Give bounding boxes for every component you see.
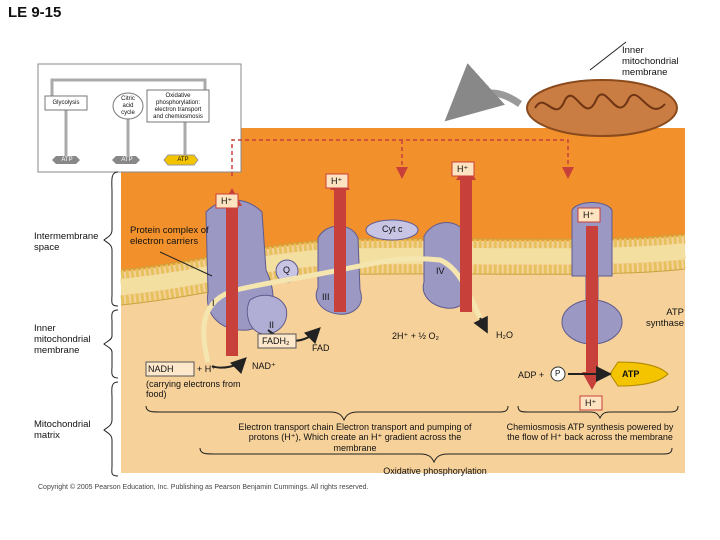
caption-etc: Electron transport chain Electron transp… [238,422,472,453]
inset-atp-label-3: ATP [177,157,189,163]
inset-citric-circle [112,92,144,120]
inset-atp-label-2: ATP [121,157,133,163]
inset-atp-label-1: ATP [61,157,73,163]
p-circle [550,366,566,382]
brace-matrix [103,381,119,477]
electron-path-end [473,315,488,334]
inset-oxphos-box [146,89,210,123]
caption-oxphos: Oxidative phosphorylation [383,466,487,476]
label-inner-membrane-top: Inner mitochondrial membrane [622,45,679,78]
copyright: Copyright © 2005 Pearson Education, Inc.… [38,484,369,491]
h-box-synthase-top [577,207,601,223]
label-oxygen-eq: 2H⁺ + ½ O₂ [392,331,440,341]
proton-arrow-iv-shaft [460,178,472,312]
protein-complex-pointer [159,251,213,277]
zoom-arrow [444,63,523,122]
label-matrix: Mitochondrial matrix [34,419,91,441]
nadh-box [145,361,195,377]
label-adp: ADP + [518,370,545,380]
label-complex-iv: IV [436,266,445,276]
h-box-iii [325,173,349,189]
label-complex-i: I [212,298,215,308]
label-p: P [555,369,561,378]
inset-flow-down [64,110,187,160]
inset-atp-badge-3 [163,154,199,166]
label-h-plus-iii: H⁺ [331,176,343,186]
label-h2o: H₂O [496,330,513,340]
complex-ii-shape [246,294,288,335]
brace-chemiosmosis [517,405,679,420]
label-nadh: NADH [148,364,174,374]
label-h-plus-iv: H⁺ [457,164,469,174]
inset-glycolysis-box [44,95,88,111]
brace-oxphos [199,447,673,464]
label-atp: ATP [622,369,640,379]
inset-atp-badge-2 [112,156,140,164]
figure-title: LE 9-15 [8,4,62,21]
label-h-plus-synthase-bottom: H⁺ [585,398,597,408]
nadh-arrow [211,357,247,375]
brace-membrane [103,309,119,379]
fadh2-box [257,333,297,349]
label-cyt-c: Cyt c [382,224,403,234]
label-carrying: (carrying electrons from food) [146,379,241,400]
connector-dashed-top [231,139,574,179]
label-intermembrane-space: Intermembrane space [34,231,99,253]
inset-flow-top [50,78,207,96]
label-complex-iii: III [322,292,330,302]
label-complex-ii: II [269,320,275,330]
inset-glycolysis-label: Glycolysis [52,100,80,106]
proton-arrow-synthase-shaft [586,226,598,374]
label-inner-membrane-left: Inner mitochondrial membrane [34,323,91,356]
cyt-c-shape [365,219,419,241]
inset-atp-badge-1 [52,156,80,164]
inset-citric-label: Citric acid cycle [121,96,135,116]
proton-arrow-i-shaft [226,204,238,356]
h-box-iv [451,161,475,177]
h-box-synthase-bottom [579,395,603,411]
label-q: Q [283,265,291,275]
label-nad: NAD⁺ [252,361,276,371]
label-h-plus-synthase-top: H⁺ [583,210,595,220]
brace-intermembrane [103,171,119,307]
inner-membrane-pointer [589,41,627,71]
mitochondrion-outer [526,79,678,137]
h-box-i [215,193,239,209]
label-h-plus-i: H⁺ [221,196,233,206]
label-fad: FAD [312,343,330,353]
label-atp-synthase: ATP synthase [645,307,684,329]
mitochondrion-cristae [534,93,666,111]
label-plus-h: + H⁺ [197,364,217,374]
inset-oxphos-label: Oxidative phosphorylation: electron tran… [153,93,203,120]
brace-etc [145,405,509,422]
atp-starburst [609,361,669,387]
caption-chemiosmosis: Chemiosmosis ATP synthesis powered by th… [506,422,674,443]
label-protein-complex: Protein complex of electron carriers [130,225,209,247]
label-fadh2: FADH₂ [262,336,290,346]
proton-arrow-iii-shaft [334,188,346,312]
